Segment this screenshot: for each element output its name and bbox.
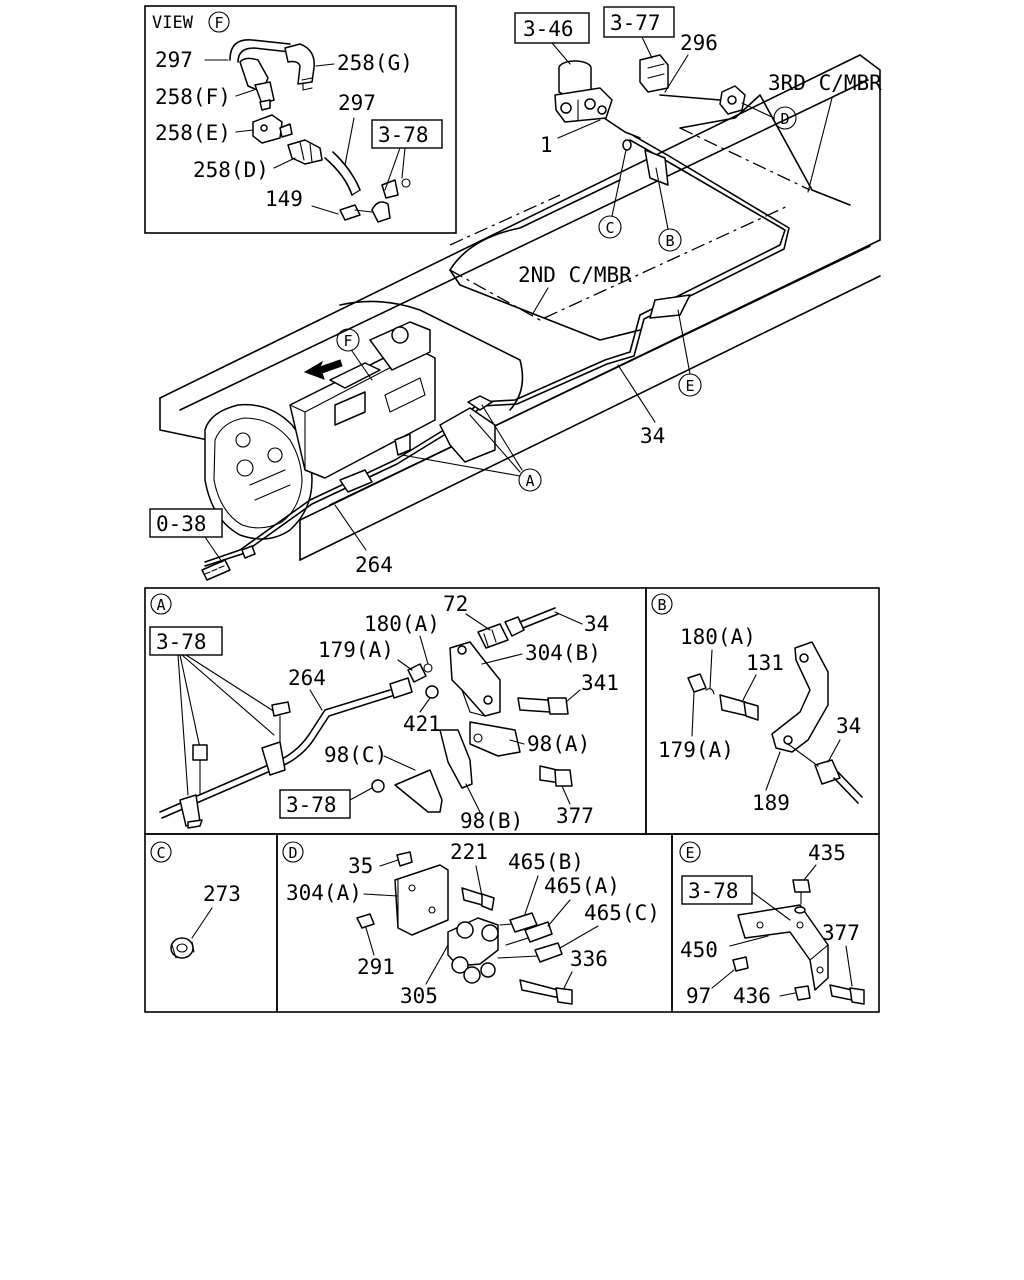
detail-b-34: 34 (836, 714, 861, 738)
detail-a-letter: A (156, 596, 165, 614)
detail-a-34: 34 (584, 612, 609, 636)
detail-b-179a: 179(A) (658, 738, 734, 762)
detail-b-131: 131 (746, 651, 784, 675)
detail-d-221: 221 (450, 840, 488, 864)
detail-b-letter: B (657, 596, 666, 614)
detail-e-450: 450 (680, 938, 718, 962)
detail-b-180a: 180(A) (680, 625, 756, 649)
detail-e-ref-box: 3-78 (688, 879, 739, 903)
detail-d-305: 305 (400, 984, 438, 1008)
detail-a-ref-top: 3-78 (156, 630, 207, 654)
detail-c-273: 273 (203, 882, 241, 906)
brake-pipe-lines (201, 94, 790, 581)
ref-box-3-46: 3-46 (523, 17, 574, 41)
view-f-297-top: 297 (155, 48, 193, 72)
detail-e-letter: E (685, 844, 694, 862)
detail-d-465a: 465(A) (544, 874, 620, 898)
detail-a-421: 421 (403, 712, 441, 736)
detail-e-panel: E 3-78 435 377 450 97 436 (671, 833, 880, 1013)
view-f-258d: 258(D) (193, 158, 269, 182)
detail-a-98a: 98(A) (527, 732, 590, 756)
label-296: 296 (680, 31, 718, 55)
detail-a-72: 72 (443, 592, 468, 616)
view-f-258f: 258(F) (155, 85, 231, 109)
callout-e: E (685, 377, 694, 395)
transmission-drawing (204, 321, 436, 540)
detail-a-179a: 179(A) (318, 638, 394, 662)
view-f-258g: 258(G) (337, 51, 413, 75)
ref-box-0-38: 0-38 (156, 512, 207, 536)
valve-assembly (554, 60, 613, 123)
callout-c: C (605, 219, 614, 237)
detail-d-35: 35 (348, 854, 373, 878)
detail-e-436: 436 (733, 984, 771, 1008)
detail-e-377: 377 (822, 921, 860, 945)
detail-d-336: 336 (570, 947, 608, 971)
detail-c-letter: C (156, 844, 165, 862)
view-f-ref-box: 3-78 (378, 123, 429, 147)
detail-a-98c: 98(C) (324, 743, 387, 767)
view-f-258e: 258(E) (155, 121, 231, 145)
label-34-main: 34 (640, 424, 665, 448)
detail-d-291: 291 (357, 955, 395, 979)
detail-d-304a: 304(A) (286, 881, 362, 905)
chassis-frame-drawing (159, 54, 881, 561)
label-264-main: 264 (355, 553, 393, 577)
detail-e-97: 97 (686, 984, 711, 1008)
detail-b-189: 189 (752, 791, 790, 815)
view-f-title: VIEW (152, 13, 194, 33)
detail-a-180a: 180(A) (364, 612, 440, 636)
detail-d-465b: 465(B) (508, 850, 584, 874)
member-2nd: 2ND C/MBR (518, 263, 632, 287)
callout-a: A (525, 472, 534, 490)
main-labels: 3-46 3-77 296 1 3RD C/MBR 2ND C/MBR 34 2… (149, 6, 882, 577)
callout-f: F (343, 332, 352, 350)
detail-b-panel: B 180(A) 131 34 179(A) 189 (645, 587, 880, 835)
view-f-297-mid: 297 (338, 91, 376, 115)
block-3-77 (639, 54, 746, 115)
detail-a-264: 264 (288, 666, 326, 690)
view-f-letter: F (214, 14, 223, 32)
detail-d-465c: 465(C) (584, 901, 660, 925)
view-f-149: 149 (265, 187, 303, 211)
callout-d: D (780, 110, 789, 128)
detail-a-304b: 304(B) (525, 641, 601, 665)
callout-b: B (665, 232, 674, 250)
detail-d-letter: D (288, 844, 297, 862)
detail-a-panel: A 3-78 (144, 587, 647, 835)
detail-a-ref-bottom: 3-78 (286, 793, 337, 817)
label-1: 1 (540, 133, 553, 157)
member-3rd: 3RD C/MBR (768, 71, 882, 95)
detail-c-panel: C 273 (144, 833, 278, 1013)
detail-a-341: 341 (581, 671, 619, 695)
view-f-panel: VIEW F 297 258(G) 258(F) 297 (144, 5, 457, 234)
ref-box-3-77: 3-77 (610, 11, 661, 35)
detail-a-377: 377 (556, 804, 594, 828)
detail-e-435: 435 (808, 841, 846, 865)
detail-d-panel: D 35 221 465(B) 304(A) 4 (276, 833, 673, 1013)
detail-a-98b: 98(B) (460, 809, 523, 833)
